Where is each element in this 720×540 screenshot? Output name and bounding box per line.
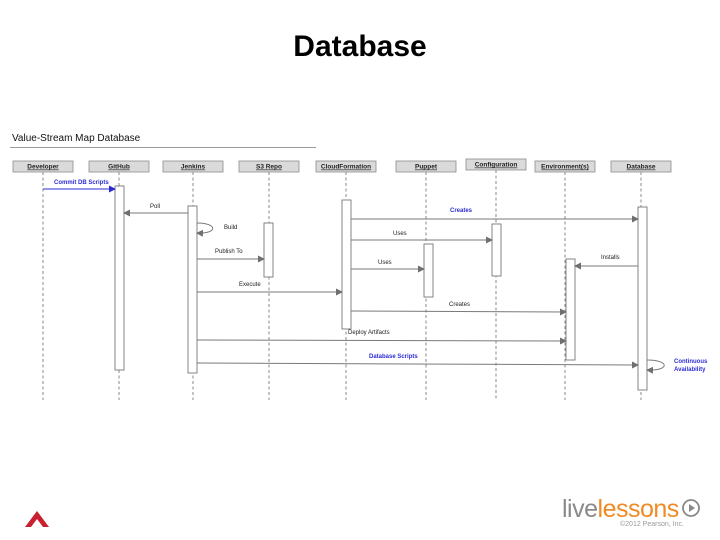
message-label-uses-configuration: Uses xyxy=(393,231,407,237)
message-installs: Installs xyxy=(574,255,638,270)
participant-environments: Environment(s) xyxy=(534,160,596,400)
play-icon xyxy=(682,499,700,517)
title-divider xyxy=(10,147,316,148)
pearson-logo xyxy=(25,511,49,527)
message-poll: Poll xyxy=(123,204,188,217)
participant-s3-repo: S3 Repo xyxy=(238,160,300,400)
message-uses-configuration: Uses xyxy=(351,231,493,244)
slide-title: Database xyxy=(293,30,427,63)
activation-s3-repo xyxy=(263,222,274,278)
message-label-commit-db-scripts: Commit DB Scripts xyxy=(54,180,109,186)
message-uses-puppet: Uses xyxy=(351,260,425,273)
message-build: Build xyxy=(196,222,237,237)
participant-label-environments: Environment(s) xyxy=(541,164,589,171)
message-commit-db-scripts: Commit DB Scripts xyxy=(43,180,116,193)
participant-cloudformation: CloudFormation xyxy=(315,160,377,400)
participant-label-cloudformation: CloudFormation xyxy=(321,164,371,171)
message-label-publish-to: Publish To xyxy=(215,249,243,255)
message-database-scripts: Database Scripts xyxy=(196,354,639,369)
participant-label-database: Database xyxy=(627,164,656,171)
logo-lessons-text: lessons xyxy=(597,495,680,523)
message-label-deploy-artifacts: Deploy Artifacts xyxy=(348,330,390,336)
participant-label-developer: Developer xyxy=(27,164,59,171)
participant-label-puppet: Puppet xyxy=(415,164,438,171)
message-label-build: Build xyxy=(224,225,237,231)
livelessons-logo: livelessons xyxy=(562,495,679,524)
continuous-availability-line-2: Availability xyxy=(674,367,706,373)
message-label-installs: Installs xyxy=(601,255,620,261)
participant-puppet: Puppet xyxy=(395,160,457,400)
participant-label-jenkins: Jenkins xyxy=(181,164,206,171)
diagram-title: Value-Stream Map Database xyxy=(12,133,141,144)
participant-developer: Developer xyxy=(12,160,74,400)
activation-configuration xyxy=(491,223,502,277)
activation-jenkins xyxy=(187,205,198,374)
activation-github xyxy=(114,185,125,371)
message-label-creates-database: Creates xyxy=(450,208,473,214)
participant-label-configuration: Configuration xyxy=(475,162,518,169)
message-deploy-artifacts: Deploy Artifacts xyxy=(196,330,567,345)
message-label-uses-puppet: Uses xyxy=(378,260,392,266)
message-execute: Execute xyxy=(197,282,343,296)
activation-environments xyxy=(565,258,576,361)
participant-label-s3-repo: S3 Repo xyxy=(256,164,282,171)
continuous-availability-line-1: Continuous xyxy=(674,359,708,365)
participant-label-github: GitHub xyxy=(108,164,130,171)
copyright-text: ©2012 Pearson, Inc. xyxy=(620,521,684,528)
activation-database xyxy=(637,206,648,391)
activation-cloudformation xyxy=(341,199,352,330)
participant-configuration: Configuration xyxy=(465,158,527,400)
message-creates-database: Creates xyxy=(351,208,639,223)
message-label-poll: Poll xyxy=(150,204,160,210)
message-label-continuous-availability: Continuous Availability xyxy=(674,359,709,373)
message-continuous-availability: Continuous Availability xyxy=(646,359,709,374)
activation-puppet xyxy=(423,243,434,298)
message-label-database-scripts: Database Scripts xyxy=(369,354,418,360)
message-label-execute: Execute xyxy=(239,282,261,288)
message-label-creates-environment: Creates xyxy=(449,302,470,308)
message-publish-to: Publish To xyxy=(197,249,265,263)
logo-live-text: live xyxy=(562,495,598,523)
message-creates-environment: Creates xyxy=(350,302,567,316)
